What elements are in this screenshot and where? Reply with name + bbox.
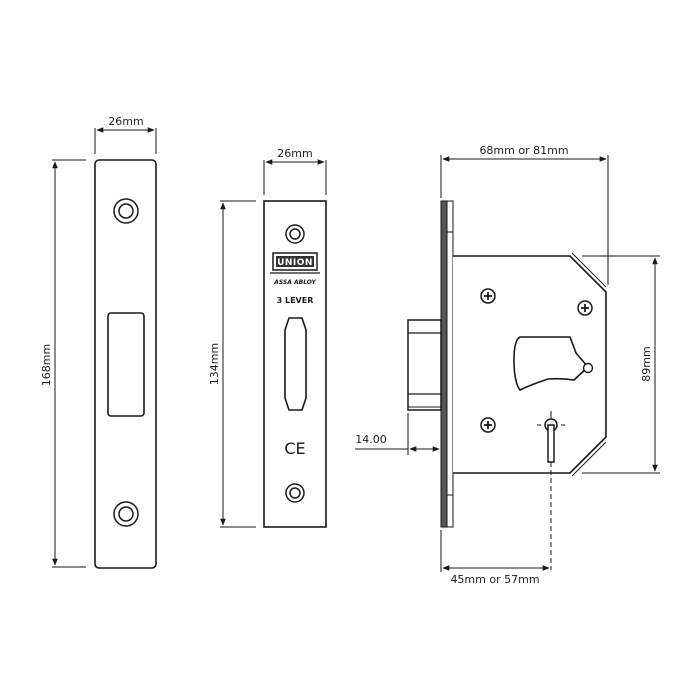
deadbolt [407, 319, 442, 411]
forend-side-dark [440, 200, 448, 528]
phillips-screw-icon [480, 417, 496, 433]
phillips-screw-icon [480, 288, 496, 304]
union-logo-icon: UNION [270, 252, 320, 274]
lever-cutout [513, 336, 590, 392]
forend-height-label: 134mm [208, 343, 221, 385]
ce-mark-icon: CE [284, 439, 305, 458]
maker-label: ASSA ABLOY [273, 279, 316, 286]
case-height-label: 89mm [640, 346, 653, 381]
forend-width-label: 26mm [277, 147, 312, 160]
strike-width-label: 26mm [108, 115, 143, 128]
phillips-screw-icon [577, 300, 593, 316]
backset-label: 45mm or 57mm [450, 573, 539, 586]
forend-plate: 26mm 134mm UNION ASSA ABLOY 3 LEVER CE [208, 147, 327, 528]
strike-height-label: 168mm [40, 344, 53, 386]
lever-label: 3 LEVER [277, 296, 314, 305]
screw-hole-icon [113, 198, 139, 224]
case-width-label: 68mm or 81mm [479, 144, 568, 157]
brand-label: UNION [277, 258, 313, 268]
keyhole-icon [537, 411, 565, 570]
screw-hole-icon [113, 501, 139, 527]
bolt-slot [284, 317, 307, 411]
screw-hole-icon [285, 483, 305, 503]
bolt-opening [107, 312, 145, 417]
lock-body: 68mm or 81mm [355, 144, 660, 586]
bolt-throw-label: 14.00 [355, 433, 387, 446]
cam-pivot [582, 362, 594, 374]
forend-side-light [446, 200, 454, 528]
screw-hole-icon [285, 224, 305, 244]
strike-plate: 26mm 168mm [40, 115, 157, 569]
